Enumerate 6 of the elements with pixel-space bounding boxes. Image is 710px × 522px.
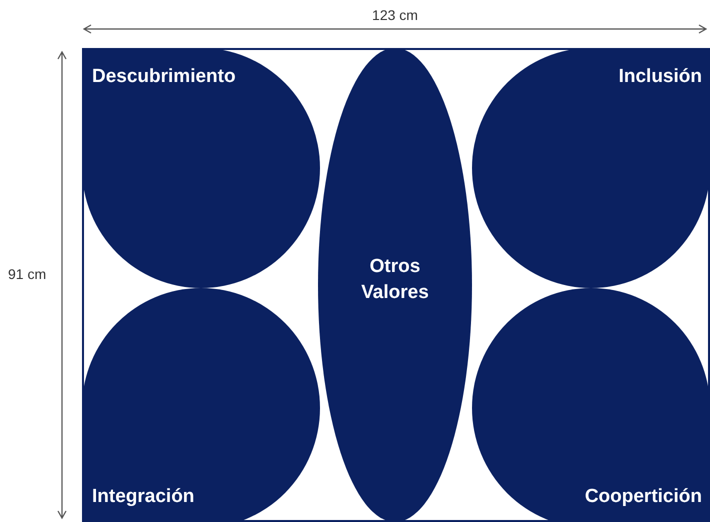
panel-label: Otros Valores: [360, 255, 430, 305]
panel-label: Coopertición: [584, 486, 702, 508]
panel-label: Descubrimiento: [92, 66, 236, 88]
dimension-label: 91 cm: [8, 266, 46, 282]
panel-label: Integración: [92, 486, 194, 508]
panel-label: Inclusión: [618, 66, 702, 88]
